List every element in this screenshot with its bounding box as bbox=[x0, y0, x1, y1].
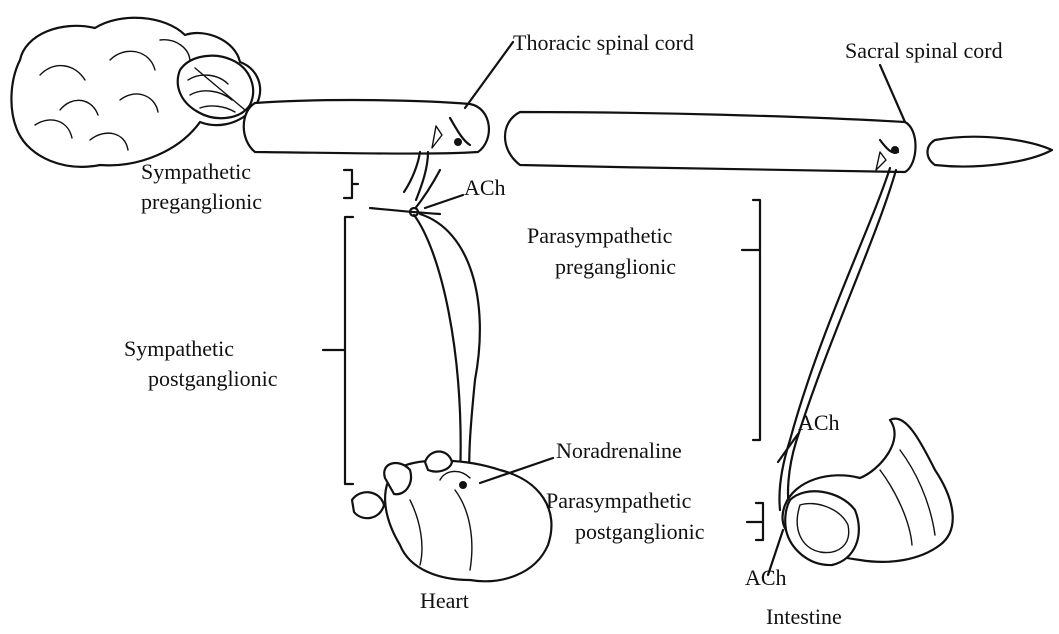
noradrenaline-label: Noradrenaline bbox=[556, 438, 682, 463]
sympathetic-pathway bbox=[370, 170, 480, 485]
sacral-spinal-cord-label: Sacral spinal cord bbox=[845, 38, 1003, 63]
sympathetic-preganglionic-label-line2: preganglionic bbox=[141, 189, 262, 214]
intestine-illustration bbox=[782, 419, 952, 565]
heart-label: Heart bbox=[420, 588, 469, 613]
ach-parasympathetic-ganglion-label: ACh bbox=[798, 410, 840, 435]
brain-illustration bbox=[11, 18, 260, 167]
intestine-label: Intestine bbox=[766, 604, 842, 629]
spinal-cord-thoracic-segment bbox=[244, 100, 489, 200]
ach-intestine-label: ACh bbox=[745, 565, 787, 590]
spinal-cord-sacral-segment bbox=[505, 112, 1052, 172]
ach-sympathetic-label: ACh bbox=[464, 175, 506, 200]
parasympathetic-preganglionic-label-line2: preganglionic bbox=[555, 254, 676, 279]
sympathetic-postganglionic-label-line1: Sympathetic bbox=[124, 336, 234, 361]
parasympathetic-pathway bbox=[779, 168, 896, 515]
parasympathetic-postganglionic-label-line1: Parasympathetic bbox=[546, 488, 692, 513]
parasympathetic-postganglionic-label-line2: postganglionic bbox=[575, 519, 705, 544]
heart-illustration bbox=[352, 452, 551, 582]
thoracic-spinal-cord-label: Thoracic spinal cord bbox=[513, 30, 694, 55]
sympathetic-postganglionic-label-line2: postganglionic bbox=[148, 366, 278, 391]
sympathetic-preganglionic-label-line1: Sympathetic bbox=[141, 159, 251, 184]
parasympathetic-preganglionic-label-line1: Parasympathetic bbox=[527, 223, 673, 248]
